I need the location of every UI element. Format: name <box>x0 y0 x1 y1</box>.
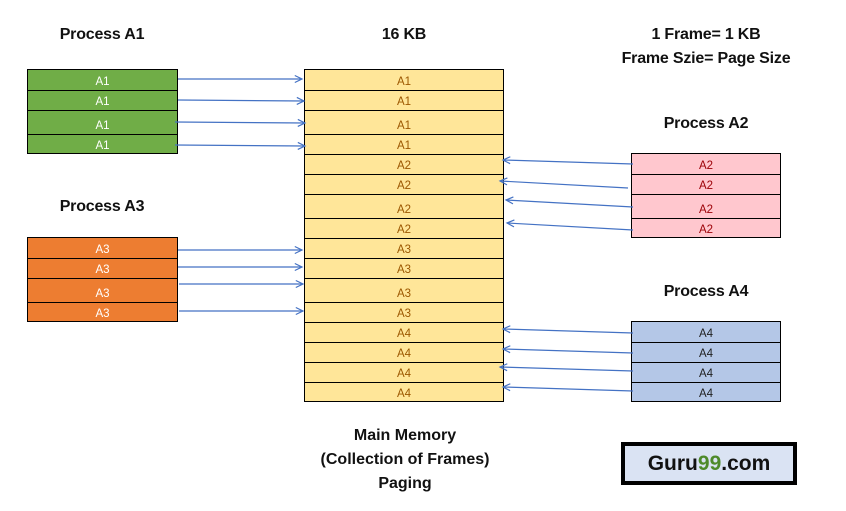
arrow-a1-to-frame-4 <box>174 141 307 150</box>
arrow-a3-to-frame-9 <box>178 245 304 255</box>
memory-frame: A4 <box>305 362 503 382</box>
process-a4-page: A4 <box>698 328 714 340</box>
arrow-a2-to-frame-7 <box>504 196 634 208</box>
arrow-a3-to-frame-10 <box>178 262 304 272</box>
process-a3-page: A3 <box>95 244 110 256</box>
arrow-head-icon <box>501 156 511 165</box>
arrow-head-icon <box>295 306 305 316</box>
arrow-head-icon <box>295 279 305 289</box>
logo-prefix: Guru <box>647 451 698 475</box>
arrow-a2-to-frame-8 <box>505 219 634 231</box>
memory-frame: A1 <box>396 76 412 88</box>
memory-frame: A2 <box>305 218 503 238</box>
arrow-a1-to-frame-1 <box>178 74 304 84</box>
process-a2-page: A2 <box>632 174 780 194</box>
arrow-head-icon <box>505 219 515 228</box>
memory-frame: A2 <box>305 174 503 194</box>
logo-accent: 99 <box>697 451 722 475</box>
arrow-a1-to-frame-3 <box>174 118 307 127</box>
memory-frame: A1 <box>305 110 503 134</box>
process-a2-page: A2 <box>632 194 780 218</box>
memory-frame: A4 <box>305 322 503 342</box>
arrow-head-icon <box>294 262 304 272</box>
arrow-a2-to-frame-5 <box>501 156 634 165</box>
process-a4-title: Process A4 <box>663 283 749 300</box>
main-memory-caption: Main Memory (Collection of Frames) Pagin… <box>290 424 520 496</box>
memory-frame: A1 <box>305 134 503 154</box>
process-a1-page: A1 <box>95 76 110 88</box>
memory-frame: A2 <box>305 194 503 218</box>
arrow-a2-to-frame-6 <box>498 177 629 189</box>
process-a1-page: A1 <box>28 90 177 110</box>
logo-suffix: .com <box>721 451 771 475</box>
arrow-head-icon <box>294 245 304 255</box>
memory-frame: A4 <box>305 382 503 402</box>
process-a2-page: A2 <box>698 160 714 172</box>
arrow-a4-to-frame-16 <box>501 383 634 392</box>
caption-line1: Main Memory <box>353 427 457 444</box>
arrow-head-icon <box>296 96 306 105</box>
memory-frame: A3 <box>305 302 503 322</box>
memory-frame: A2 <box>305 154 503 174</box>
arrow-head-icon <box>501 383 511 392</box>
process-a1-title: Process A1 <box>59 26 145 43</box>
memory-frame: A4 <box>305 342 503 362</box>
process-a2-title: Process A2 <box>663 115 749 132</box>
process-a2-page: A2 <box>632 218 780 238</box>
arrow-a3-to-frame-12 <box>179 306 305 316</box>
frame-note-line2: Frame Szie= Page Size <box>621 50 791 67</box>
process-a3-page: A3 <box>28 278 177 302</box>
memory-frame: A1 <box>305 90 503 110</box>
arrow-a4-to-frame-15 <box>498 363 634 372</box>
process-a4-page: A4 <box>632 342 780 362</box>
process-a1-page: A1 <box>28 110 177 134</box>
caption-line2: (Collection of Frames) <box>320 451 490 468</box>
arrow-head-icon <box>501 325 511 334</box>
process-a4-page: A4 <box>632 362 780 382</box>
process-a3-page: A3 <box>28 258 177 278</box>
memory-frame: A3 <box>305 278 503 302</box>
arrow-head-icon <box>294 74 304 84</box>
arrow-a4-to-frame-13 <box>501 325 634 334</box>
process-a4-page: A4 <box>632 382 780 402</box>
process-a3-title: Process A3 <box>59 198 145 215</box>
memory-size-title: 16 KB <box>381 26 427 43</box>
frame-note-line1: 1 Frame= 1 KB <box>651 26 761 43</box>
caption-line3: Paging <box>378 475 432 492</box>
memory-frame: A3 <box>305 238 503 258</box>
arrow-a3-to-frame-11 <box>179 279 305 289</box>
arrow-a4-to-frame-14 <box>501 345 634 354</box>
arrow-a1-to-frame-2 <box>177 96 306 105</box>
process-a3-page: A3 <box>28 302 177 322</box>
memory-frame: A3 <box>305 258 503 278</box>
arrow-head-icon <box>501 345 511 354</box>
process-a1-page: A1 <box>28 134 177 154</box>
arrow-head-icon <box>504 196 514 205</box>
